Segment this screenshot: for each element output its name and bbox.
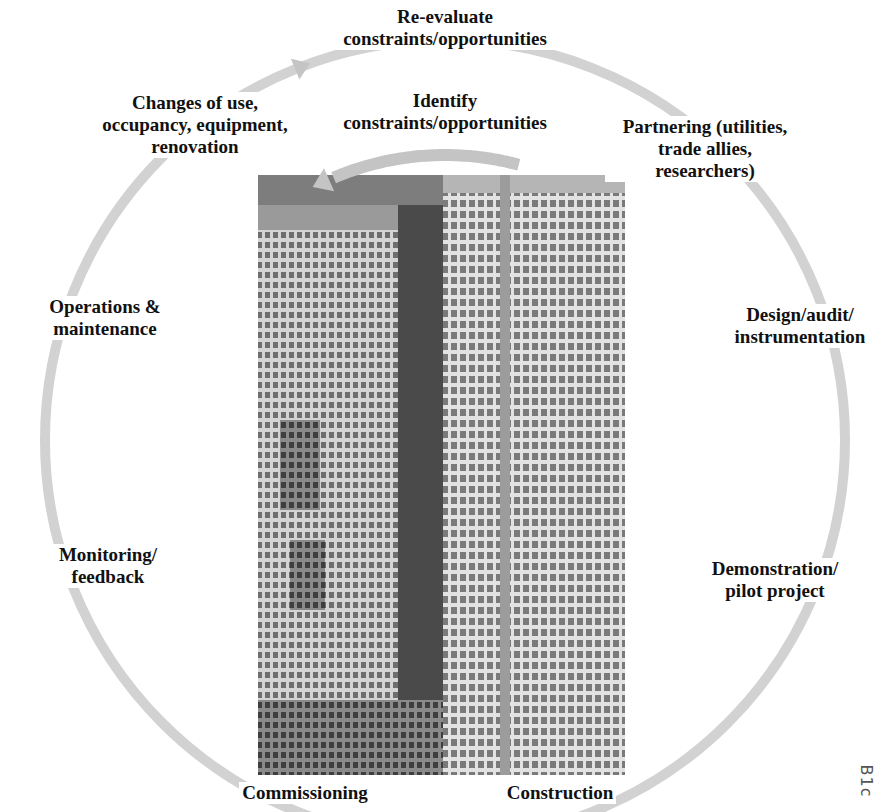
label-holder: Construction	[475, 782, 645, 804]
cycle-stage-label: Identify constraints/opportunities	[320, 90, 570, 134]
building-photo	[258, 175, 625, 775]
figure-code: B1c	[855, 762, 877, 801]
cycle-stage-label: Partnering (utilities, trade allies, res…	[605, 116, 805, 182]
cycle-stage-label: Commissioning	[239, 782, 371, 804]
cycle-stage-label: Construction	[504, 782, 617, 804]
label-holder: Design/audit/ instrumentation	[720, 304, 880, 348]
label-holder: Monitoring/ feedback	[43, 544, 173, 588]
cycle-stage-label: Operations & maintenance	[30, 296, 180, 340]
label-holder: Re-evaluate constraints/opportunities	[320, 6, 570, 50]
label-holder: Changes of use, occupancy, equipment, re…	[90, 92, 300, 158]
label-holder: B1c	[855, 751, 877, 811]
label-holder: Partnering (utilities, trade allies, res…	[605, 116, 805, 182]
cycle-ring	[45, 40, 845, 812]
cycle-stage-label: Demonstration/ pilot project	[695, 558, 855, 602]
cycle-stage-label: Re-evaluate constraints/opportunities	[320, 6, 570, 50]
cycle-stage-label: Changes of use, occupancy, equipment, re…	[90, 92, 300, 158]
cycle-stage-label: Design/audit/ instrumentation	[720, 304, 880, 348]
label-holder: Demonstration/ pilot project	[695, 558, 855, 602]
label-holder: Identify constraints/opportunities	[320, 90, 570, 134]
cycle-stage-label: Monitoring/ feedback	[43, 544, 173, 588]
inner-arrow	[334, 155, 519, 178]
label-holder: Commissioning	[220, 782, 390, 804]
inner-arrowhead	[313, 168, 335, 191]
cycle-arrowhead	[291, 59, 310, 80]
label-holder: Operations & maintenance	[30, 296, 180, 340]
